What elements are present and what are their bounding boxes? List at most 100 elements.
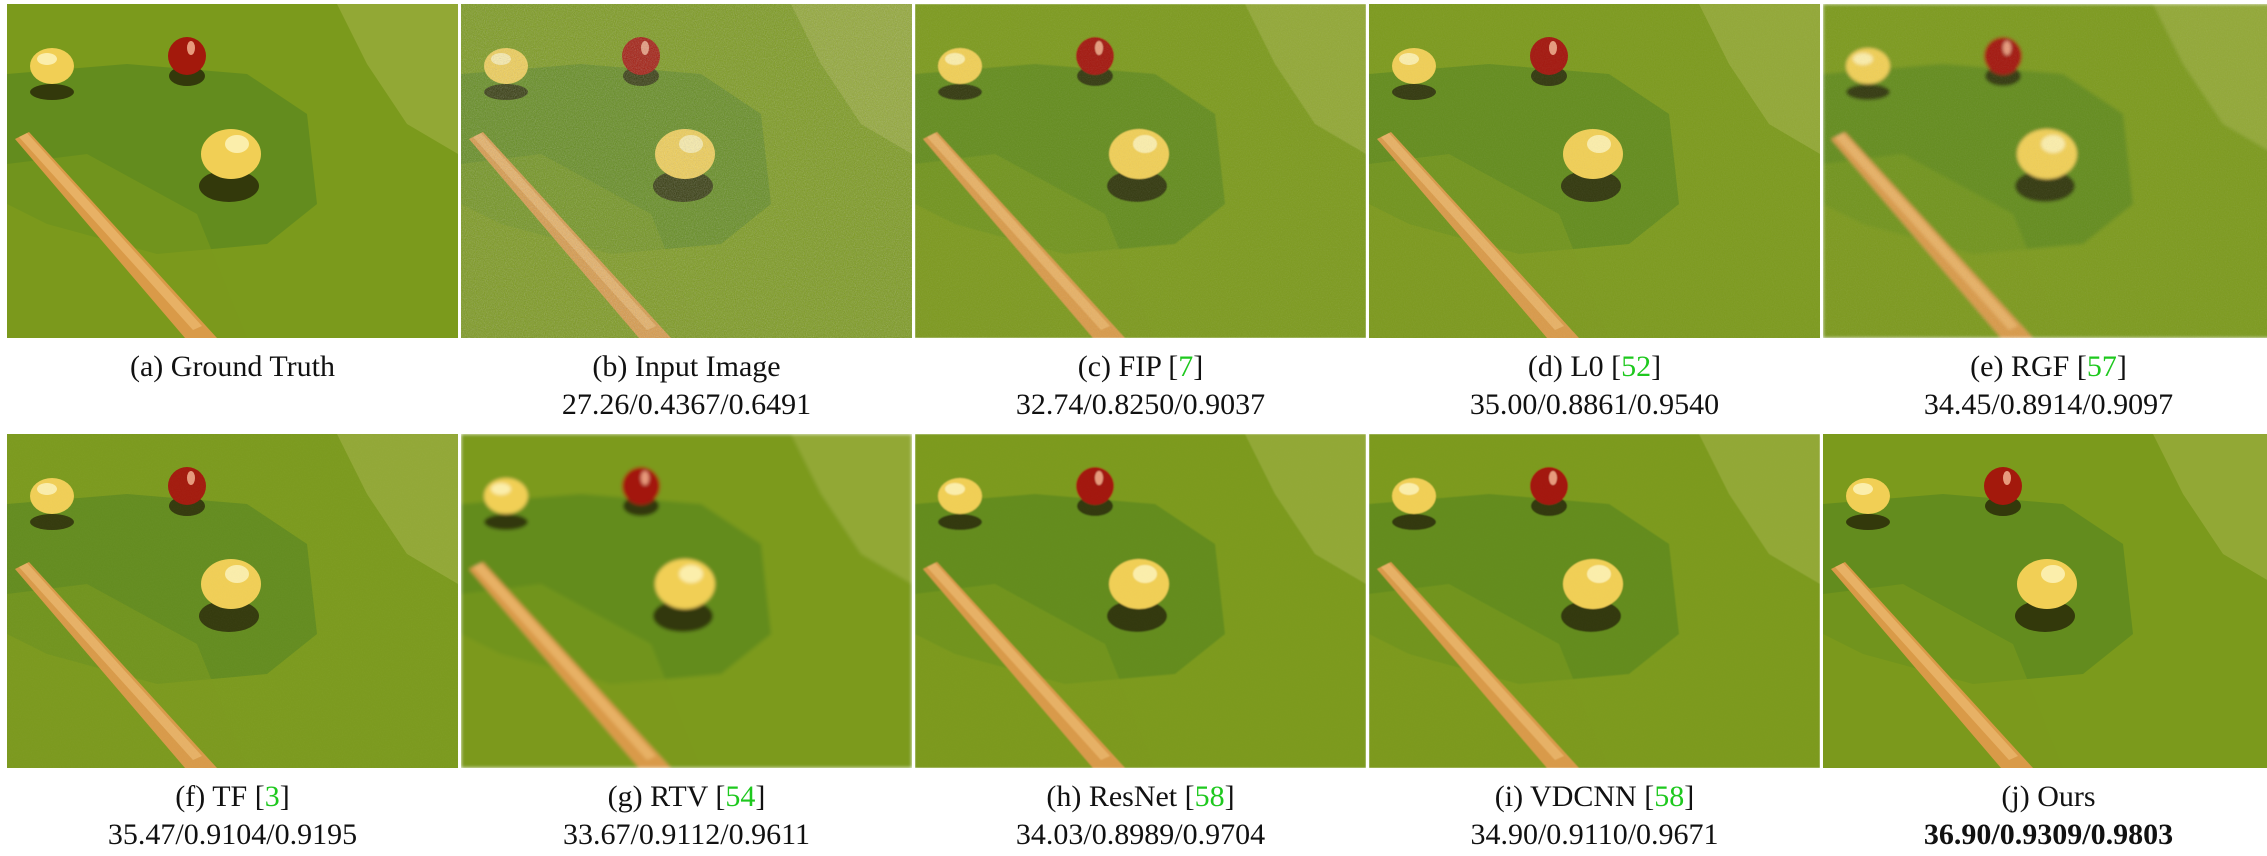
felt-highlight [337,4,458,154]
panel-image [915,434,1366,768]
felt-highlight [791,434,912,584]
caption-label-line: (c) FIP [7] [915,348,1366,386]
caption-label-line: (f) TF [3] [7,778,458,816]
caption-scores: 27.26/0.4367/0.6491 [561,388,812,421]
shadow-left [1846,514,1890,530]
citation-number[interactable]: 7 [1178,350,1194,383]
panel-f: (f) TF [3] 35.47/0.9104/0.9195 [7,434,458,854]
ball-highlight [491,483,511,495]
caption-label-line: (e) RGF [57] [1823,348,2267,386]
citation-ref[interactable]: [57] [2076,350,2127,383]
red-ball [1984,467,2022,505]
citation-ref[interactable]: [58] [1644,780,1695,813]
ball-highlight [1549,471,1557,485]
panel-e: (e) RGF [57] 34.45/0.8914/0.9097 [1823,4,2267,424]
panel-i: (i) VDCNN [58] 34.90/0.9110/0.9671 [1369,434,1820,854]
caption-label: (j) Ours [2001,780,2096,813]
yellow-ball-left [30,48,74,84]
cue-highlight [1381,563,1564,760]
panel-caption: (i) VDCNN [58] 34.90/0.9110/0.9671 [1369,778,1820,854]
caption-label: (e) RGF [1970,350,2070,383]
noise-overlay [1823,4,2267,338]
shadow-left [1392,514,1436,530]
panel-g: (g) RTV [54] 33.67/0.9112/0.9611 [461,434,912,854]
red-ball [168,37,206,75]
noise-overlay [915,4,1366,338]
citation-ref[interactable]: [3] [254,780,290,813]
scene-group [1369,434,1820,768]
caption-label-line: (g) RTV [54] [461,778,912,816]
ball-highlight [1587,565,1611,583]
panel-caption: (d) L0 [52] 35.00/0.8861/0.9540 [1369,348,1820,424]
noise-overlay [7,434,458,768]
citation-number[interactable]: 58 [1654,780,1685,813]
caption-scores: 32.74/0.8250/0.9037 [1015,388,1266,421]
citation-number[interactable]: 58 [1194,780,1225,813]
caption-label-line: (a) Ground Truth [7,348,458,386]
panel-image [7,4,458,338]
caption-label: (h) ResNet [1046,780,1178,813]
ball-highlight [945,483,965,495]
noise-overlay [461,4,912,338]
cue-highlight [473,563,656,760]
citation-ref[interactable]: [54] [715,780,766,813]
caption-label-line: (i) VDCNN [58] [1369,778,1820,816]
scene-group [1823,434,2267,768]
scene-group [461,434,912,768]
caption-label: (i) VDCNN [1494,780,1637,813]
caption-label: (d) L0 [1527,350,1604,383]
caption-label-line: (b) Input Image [461,348,912,386]
caption-label: (a) Ground Truth [129,350,335,383]
ball-highlight [187,41,195,55]
caption-label: (g) RTV [607,780,708,813]
ball-highlight [2041,565,2065,583]
panel-caption: (a) Ground Truth [7,348,458,386]
panel-b: (b) Input Image 27.26/0.4367/0.6491 [461,4,912,424]
red-ball [1076,467,1114,505]
shadow-right [653,600,713,632]
ball-highlight [37,53,57,65]
citation-number[interactable]: 57 [2086,350,2117,383]
citation-number[interactable]: 52 [1621,350,1652,383]
citation-number[interactable]: 3 [264,780,280,813]
ball-highlight [225,135,249,153]
shadow-left [484,514,528,530]
ball-highlight [2003,471,2011,485]
scene-group [7,4,458,338]
cue-highlight [19,133,202,330]
citation-number[interactable]: 54 [725,780,756,813]
caption-scores: 35.00/0.8861/0.9540 [1469,388,1720,421]
cue-highlight [1835,563,2018,760]
figure-row-top: (a) Ground Truth (b) Input Image 27.26/0… [0,0,2267,426]
citation-ref[interactable]: [7] [1168,350,1204,383]
shadow-right [2015,600,2075,632]
citation-ref[interactable]: [58] [1184,780,1235,813]
panel-image [1369,4,1820,338]
figure-row-bottom: (f) TF [3] 35.47/0.9104/0.9195 (g) RTV [… [0,430,2267,856]
noise-overlay [1369,434,1820,768]
panel-caption: (b) Input Image 27.26/0.4367/0.6491 [461,348,912,424]
caption-label: (f) TF [175,780,248,813]
caption-scores: 34.45/0.8914/0.9097 [1923,388,2174,421]
panel-a: (a) Ground Truth [7,4,458,386]
scene-group [915,434,1366,768]
citation-ref[interactable]: [52] [1611,350,1662,383]
caption-label-line: (h) ResNet [58] [915,778,1366,816]
caption-label: (c) FIP [1077,350,1161,383]
panel-image [461,434,912,768]
shadow-right [1561,600,1621,632]
noise-overlay [1369,4,1820,338]
caption-scores-best: 36.90/0.9309/0.9803 [1923,818,2174,851]
panel-image [1823,4,2267,338]
panel-image [7,434,458,768]
panel-caption: (j) Ours 36.90/0.9309/0.9803 [1823,778,2267,854]
caption-scores: 33.67/0.9112/0.9611 [563,818,810,851]
panel-c: (c) FIP [7] 32.74/0.8250/0.9037 [915,4,1366,424]
caption-label: (b) Input Image [592,350,781,383]
panel-caption: (f) TF [3] 35.47/0.9104/0.9195 [7,778,458,854]
shadow-right [199,170,259,202]
shadow-right [1107,600,1167,632]
shadow-left [30,84,74,100]
ball-highlight [1853,483,1873,495]
panel-d: (d) L0 [52] 35.00/0.8861/0.9540 [1369,4,1820,424]
